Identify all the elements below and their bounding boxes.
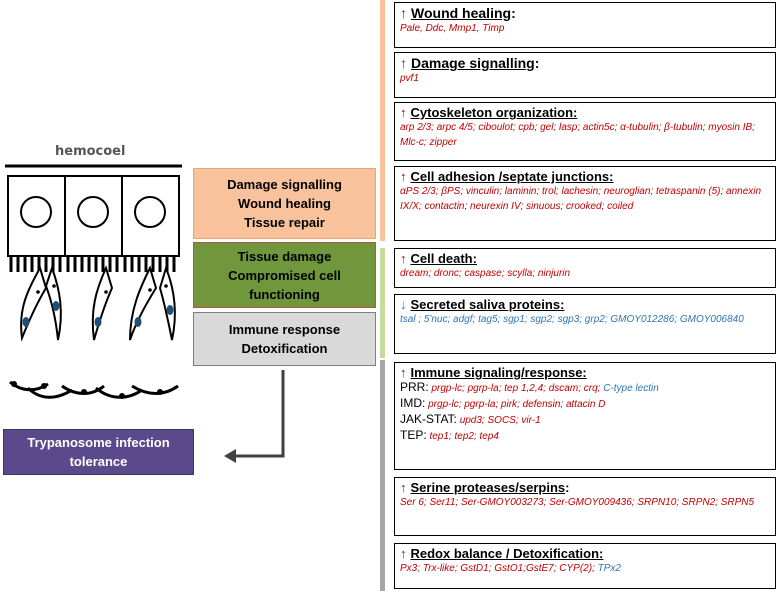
up-arrow-icon: ↑ [400,55,407,71]
box-cytoskeleton: ↑Cytoskeleton organization: arp 2/3; arp… [394,102,776,161]
gene-list: pvf1 [400,73,419,84]
gene-list: Ser 6; Ser11; Ser-GMOY003273; Ser-GMOY00… [400,497,755,508]
category-line: Compromised cell [228,267,341,283]
gene-list: arp 2/3; arpc 4/5; ciboulot; cpb; gel; l… [400,122,755,148]
box-title: Cell adhesion /septate junctions: [410,169,614,184]
up-arrow-icon: ↑ [400,251,407,266]
midgut-epithelium-illustration [5,164,182,399]
box-title: Damage signalling [411,55,535,71]
pathway-label: IMD: [400,396,426,410]
up-arrow-icon: ↑ [400,169,407,184]
bar-green [380,248,385,358]
box-title: Wound healing [411,5,512,21]
box-title: Immune signaling/response: [410,365,587,380]
outcome-line: tolerance [69,454,128,469]
category-immune-response: Immune response Detoxification [193,312,376,366]
gene-list-row: Px3; Trx-like; GstD1; GstO1;GstE7; CYP(2… [400,561,770,576]
box-title: Secreted saliva proteins: [410,297,565,312]
box-wound-healing: ↑Wound healing: Pale, Ddc, Mmp1, Timp [394,2,776,48]
box-title: Cell death: [410,251,477,266]
up-arrow-icon: ↑ [400,546,407,561]
up-arrow-icon: ↑ [400,105,407,120]
hemocoel-label: hemocoel [55,144,126,159]
gene-list-down: TPx2 [597,563,621,574]
box-title-colon: : [511,5,516,21]
pathway-label: TEP: [400,428,427,442]
microvilli-brush-border [9,256,176,272]
gene-list: tsal ; 5'nuc; adgf; tag5; sgp1; sgp2; sg… [400,314,744,325]
gene-list: prgp-lc; pgrp-la; tep 1,2,4; dscam; crq; [431,383,601,394]
gene-list: αPS 2/3; βPS; vinculin; laminin; trol; l… [400,186,762,212]
pathway-label: PRR: [400,380,429,394]
gene-list: prgp-lc; pgrp-la; pirk; defensin; attaci… [428,399,606,410]
immune-row-prr: PRR: prgp-lc; pgrp-la; tep 1,2,4; dscam;… [400,380,770,396]
trypanosome-parasites [20,264,176,342]
gene-list: Pale, Ddc, Mmp1, Timp [400,23,505,34]
outcome-tolerance-box: Trypanosome infection tolerance [3,429,194,475]
box-title: Redox balance / Detoxification: [410,546,604,561]
elbow-arrow [224,370,285,463]
box-saliva-proteins: ↓Secreted saliva proteins: tsal ; 5'nuc;… [394,294,776,354]
box-immune-signaling: ↑Immune signaling/response: PRR: prgp-lc… [394,362,776,470]
category-line: Immune response [228,322,341,337]
category-line: Tissue damage [237,248,332,264]
category-line: Damage signalling [227,177,342,192]
gene-list: Px3; Trx-like; GstD1; GstO1;GstE7; CYP(2… [400,563,595,574]
category-line: functioning [249,286,320,302]
category-line: Detoxification [241,341,328,356]
box-serine-proteases: ↑Serine proteases/serpins: Ser 6; Ser11;… [394,477,776,536]
outcome-line: Trypanosome infection [27,435,170,450]
immune-row-imd: IMD: prgp-lc; pgrp-la; pirk; defensin; a… [400,396,770,412]
up-arrow-icon: ↑ [400,365,407,380]
cell-nucleus [20,196,52,228]
bar-grey [380,360,385,591]
bar-orange [380,0,385,241]
pathway-label: JAK-STAT: [400,412,457,426]
gene-list-down: C-type lectin [603,383,659,394]
box-title: Cytoskeleton organization: [410,105,578,120]
cell-nucleus [77,196,109,228]
up-arrow-icon: ↑ [400,480,407,495]
immune-row-tep: TEP: tep1; tep2; tep4 [400,428,770,444]
category-line: Wound healing [238,196,331,211]
box-cell-adhesion: ↑Cell adhesion /septate junctions: αPS 2… [394,166,776,241]
box-damage-signalling: ↑Damage signalling: pvf1 [394,52,776,98]
box-cell-death: ↑Cell death: dream; dronc; caspase; scyl… [394,248,776,288]
box-title-colon: : [565,480,570,495]
gene-list: tep1; tep2; tep4 [429,431,499,442]
cell-nucleus [134,196,166,228]
up-arrow-icon: ↑ [400,5,407,21]
gene-list: dream; dronc; caspase; scylla; ninjurin [400,268,571,279]
category-damage-signalling: Damage signalling Wound healing Tissue r… [193,168,376,239]
box-redox-balance: ↑Redox balance / Detoxification: Px3; Tr… [394,543,776,589]
immune-row-jak-stat: JAK-STAT: upd3; SOCS; vir-1 [400,412,770,428]
category-tissue-damage: Tissue damage Compromised cell functioni… [193,242,376,308]
category-line: Tissue repair [244,215,325,230]
down-arrow-icon: ↓ [400,297,407,312]
box-title: Serine proteases/serpins [410,480,566,495]
trypanosome-curled [9,380,179,399]
gene-list: upd3; SOCS; vir-1 [459,415,541,426]
box-title-colon: : [534,55,540,71]
trypanosome-curled-heads [11,381,163,399]
